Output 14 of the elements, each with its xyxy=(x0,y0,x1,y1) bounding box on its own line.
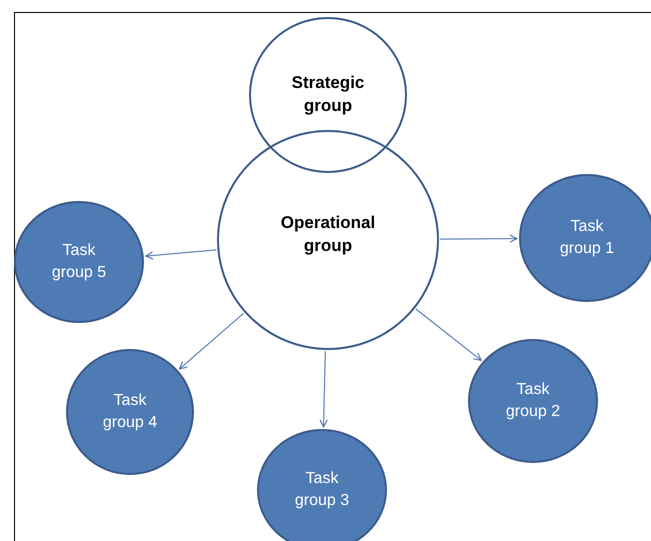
arrow xyxy=(440,234,518,243)
node-label: Task group 3 xyxy=(294,469,350,511)
arrow xyxy=(145,249,217,260)
node-label: Task group 2 xyxy=(504,380,562,422)
arrow xyxy=(415,308,482,361)
node-label: Operational group xyxy=(280,212,376,257)
group-circle xyxy=(217,130,439,350)
arrow xyxy=(320,350,328,428)
node-label: Strategic group xyxy=(290,72,366,117)
node-label: Task group 4 xyxy=(102,391,158,433)
node-label: Task group 5 xyxy=(50,241,108,283)
node-label: Task group 1 xyxy=(558,217,616,259)
group-circle xyxy=(249,17,407,173)
arrow xyxy=(178,312,244,370)
